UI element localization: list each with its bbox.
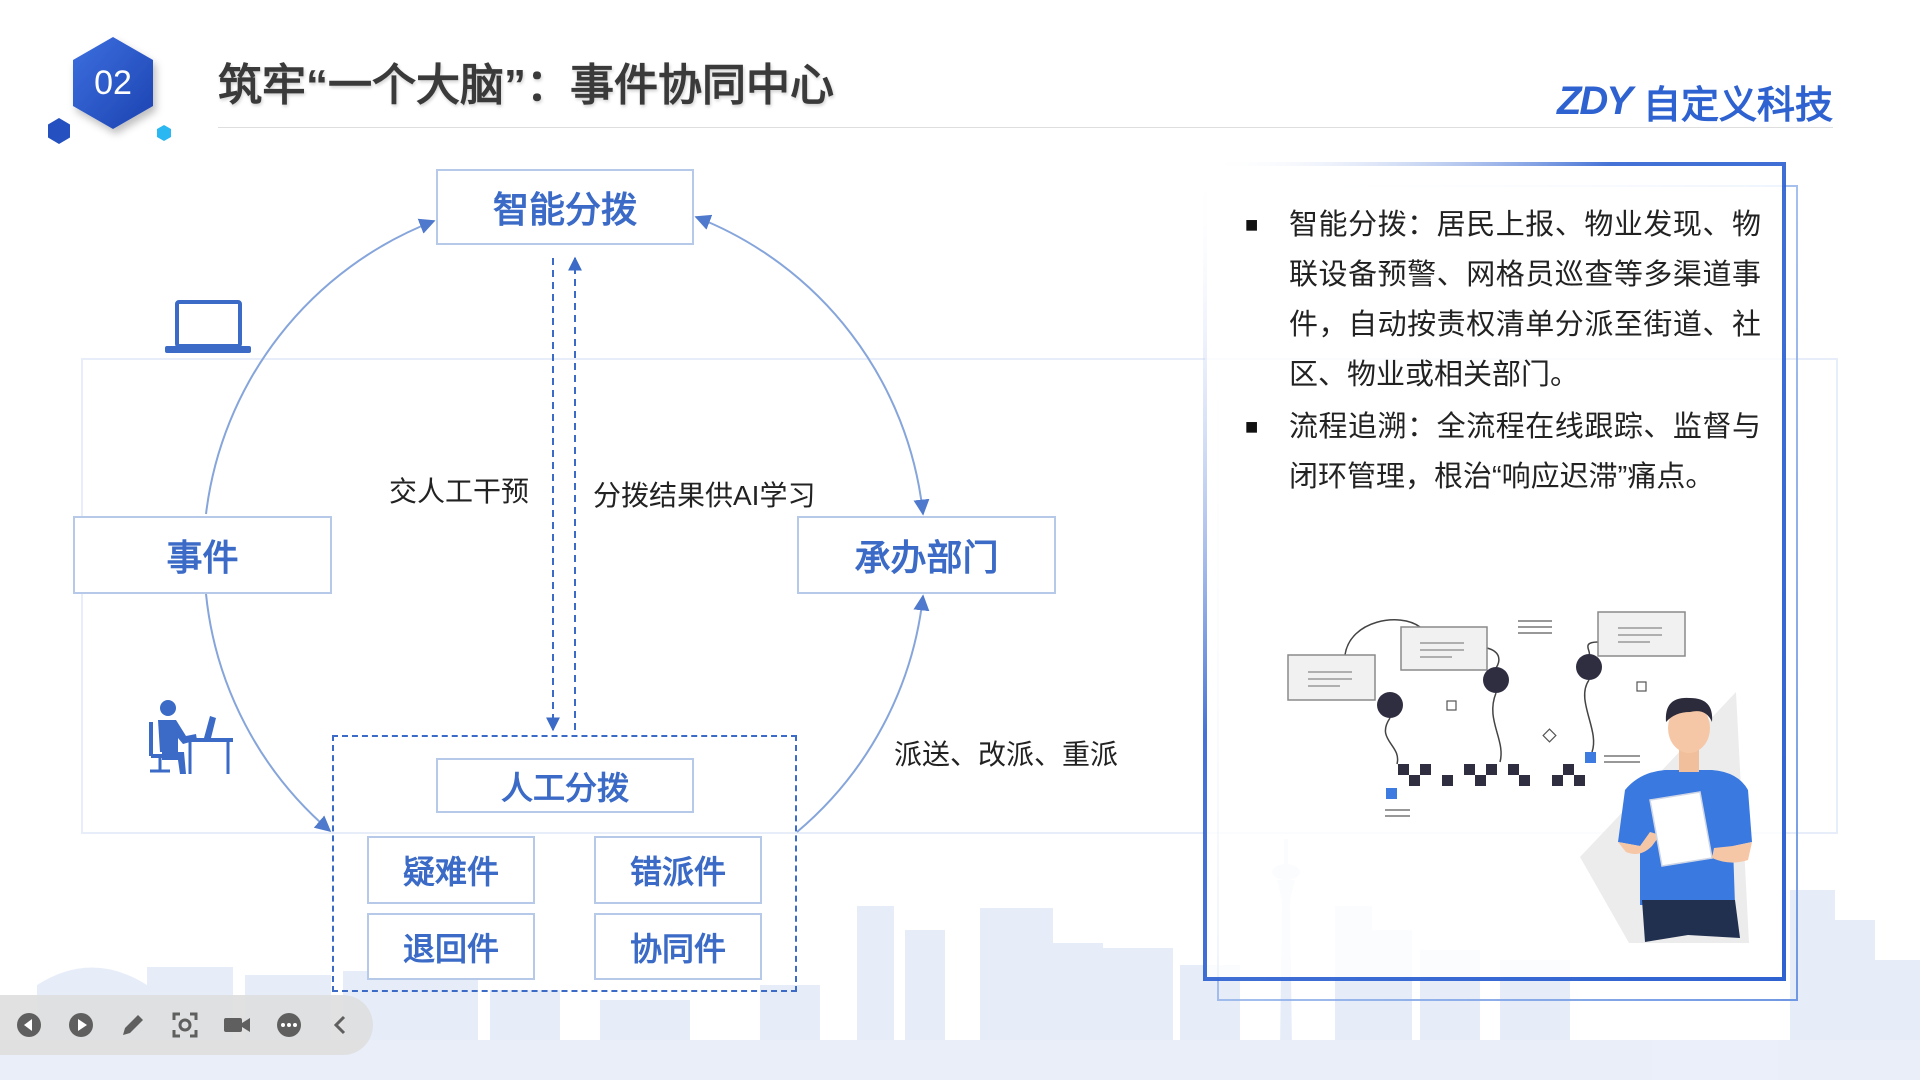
slide-number: 02: [94, 64, 132, 102]
pen-icon: [123, 1015, 143, 1035]
pen-button[interactable]: [113, 1005, 153, 1045]
node-smart-dispatch: 智能分拨: [436, 169, 694, 245]
previous-icon: [17, 1013, 41, 1037]
play-icon: [69, 1013, 93, 1037]
bullet-process-tracing: 流程追溯：全流程在线跟踪、监督与闭环管理，根治“响应迟滞”痛点。: [1289, 411, 1761, 493]
presentation-toolbar: [0, 995, 373, 1055]
manual-item-collaborative: 协同件: [594, 913, 762, 980]
collapse-toolbar-button[interactable]: [321, 1005, 361, 1045]
collapse-icon: [333, 1015, 346, 1035]
company-logo: ZDY 自定义科技: [1555, 76, 1833, 127]
slide-number-badge: [73, 37, 153, 129]
manual-item-returned: 退回件: [367, 913, 535, 980]
label-ai-learning: 分拨结果供AI学习: [593, 480, 816, 511]
camera-button[interactable]: [217, 1005, 257, 1045]
manual-item-misdispatched: 错派件: [594, 836, 762, 904]
laptop-icon: [165, 300, 251, 353]
camera-icon: [224, 1018, 250, 1032]
arc-manual-dispatch-to-handling-dept: [796, 594, 930, 833]
logo-mark: ZDY: [1556, 78, 1633, 123]
screenshot-button[interactable]: [165, 1005, 205, 1045]
person-with-workflow-illustration: [1287, 611, 1752, 943]
node-event: 事件: [73, 516, 332, 594]
arc-smart-dispatch-to-handling-dept: [694, 214, 930, 516]
more-button[interactable]: [269, 1005, 309, 1045]
play-button[interactable]: [61, 1005, 101, 1045]
node-manual-dispatch: 人工分拨: [436, 758, 694, 813]
manual-item-difficult: 疑难件: [367, 836, 535, 904]
page-title: 筑牢“一个大脑”：事件协同中心: [218, 61, 834, 110]
label-dispatch-actions: 派送、改派、重派: [894, 739, 1119, 770]
title-divider: [218, 127, 1833, 128]
previous-button[interactable]: [9, 1005, 49, 1045]
more-icon: [277, 1013, 301, 1037]
bullet-smart-dispatch: 智能分拨：居民上报、物业发现、物联设备预警、网格员巡查等多渠道事件，自动按责权清…: [1289, 209, 1761, 391]
small-cyan-hexagon: [157, 125, 171, 141]
logo-name: 自定义科技: [1642, 84, 1833, 127]
small-blue-hexagon: [48, 118, 70, 144]
arc-event-to-smart-dispatch: [205, 218, 436, 515]
manual-dispatch-group: [332, 735, 797, 992]
screenshot-icon: [172, 1012, 198, 1038]
person-at-desk-icon: [149, 700, 233, 774]
arc-event-to-manual-dispatch: [205, 593, 332, 833]
bullet-marker: ■: [1245, 414, 1259, 439]
node-handling-dept: 承办部门: [797, 516, 1056, 594]
label-manual-intervention: 交人工干预: [389, 476, 530, 507]
content-area-background: [81, 358, 1838, 834]
bullet-marker: ■: [1245, 212, 1259, 237]
